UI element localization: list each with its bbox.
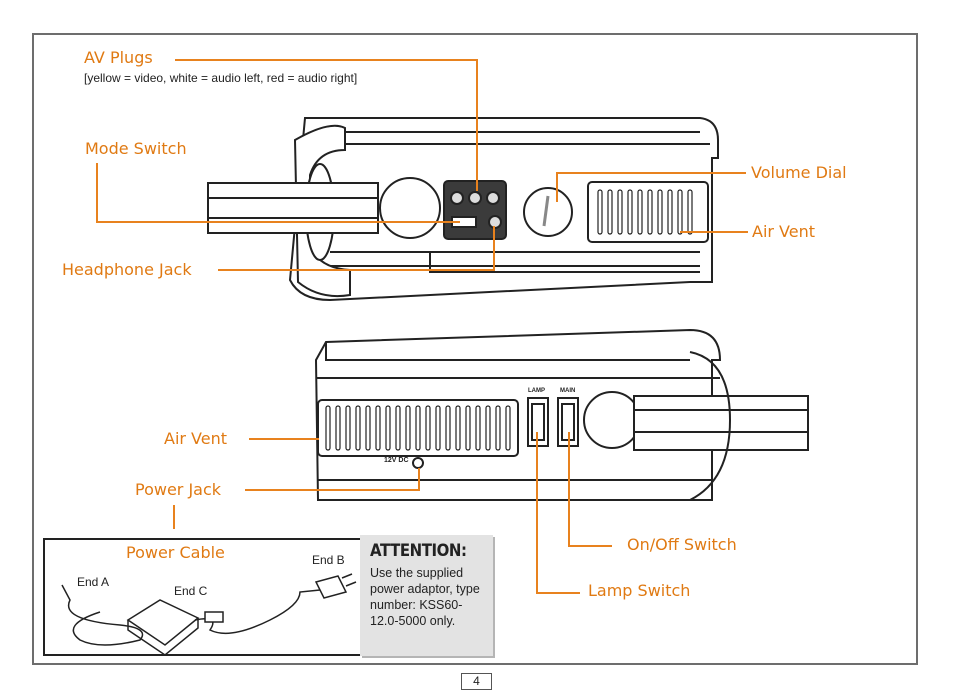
av-plugs-label: AV Plugs — [84, 48, 153, 67]
av-plugs-note: [yellow = video, white = audio left, red… — [84, 71, 358, 85]
dc-in-print: 12V DC — [384, 457, 409, 464]
power-cable-label: Power Cable — [126, 543, 225, 562]
power-jack-leader-h — [245, 489, 420, 491]
air-vent-top-label: Air Vent — [752, 222, 816, 241]
mode-switch-leader-h — [96, 221, 460, 223]
av-plugs-leader-h — [175, 59, 477, 61]
lamp-switch-label: Lamp Switch — [588, 581, 691, 600]
end-b-label: End B — [312, 553, 345, 567]
on-off-leader-h — [568, 545, 612, 547]
lamp-print: LAMP — [528, 388, 545, 394]
power-cable-tick — [173, 505, 175, 529]
attention-box: ATTENTION: Use the supplied power adapto… — [360, 535, 493, 656]
mode-switch-label: Mode Switch — [85, 139, 187, 158]
attention-heading: ATTENTION: — [370, 541, 467, 561]
volume-dial-label: Volume Dial — [751, 163, 847, 182]
mode-switch-leader-v — [96, 163, 98, 222]
lamp-leader-v — [536, 432, 538, 593]
on-off-leader-v — [568, 432, 570, 546]
page-frame — [32, 33, 918, 665]
lamp-leader-h — [536, 592, 580, 594]
volume-leader-v — [556, 172, 558, 202]
headphone-leader-v — [493, 226, 495, 271]
attention-body: Use the supplied power adaptor, type num… — [370, 566, 480, 628]
page-number: 4 — [461, 673, 492, 690]
on-off-switch-label: On/Off Switch — [627, 535, 737, 554]
power-cable-box — [43, 538, 494, 656]
end-c-label: End C — [174, 584, 208, 598]
end-a-label: End A — [77, 575, 110, 589]
volume-leader-h — [556, 172, 746, 174]
headphone-leader-h — [218, 269, 494, 271]
air-vent-bottom-leader — [249, 438, 319, 440]
air-vent-bottom-label: Air Vent — [164, 429, 228, 448]
air-vent-top-leader — [680, 231, 748, 233]
power-jack-leader-v — [418, 468, 420, 491]
av-plugs-leader-v — [476, 59, 478, 191]
headphone-jack-label: Headphone Jack — [62, 260, 192, 279]
power-jack-label: Power Jack — [135, 480, 222, 499]
main-print: MAIN — [560, 388, 576, 394]
